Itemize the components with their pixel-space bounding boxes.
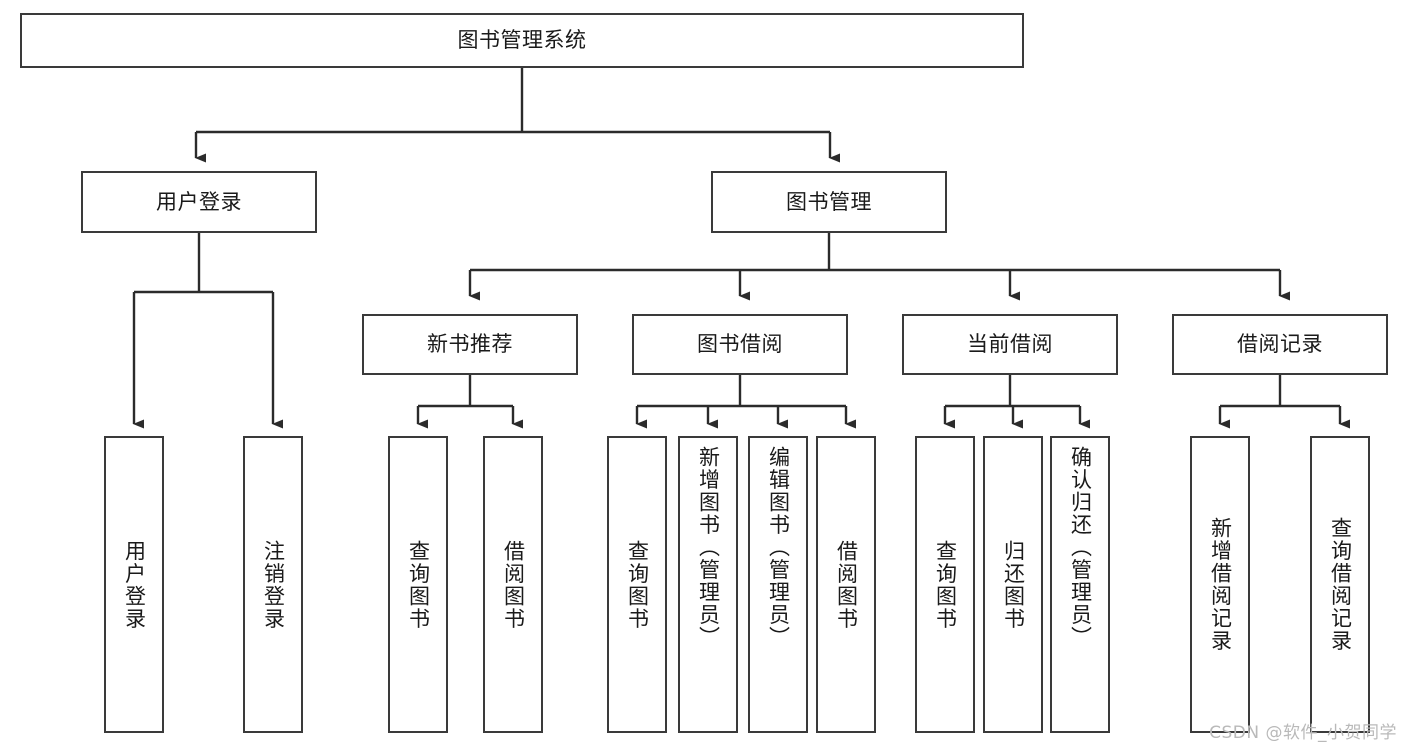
- node-root-system[interactable]: 图书管理系统: [20, 13, 1024, 68]
- node-label: 当前借阅: [967, 332, 1053, 357]
- node-label: 查询图书: [625, 539, 650, 630]
- node-book-management[interactable]: 图书管理: [711, 171, 947, 233]
- node-label: 查询图书: [933, 539, 958, 630]
- leaf-borrow-record-add[interactable]: 新增借阅记录: [1190, 436, 1250, 733]
- leaf-book-borrow-add[interactable]: 新增图书（管理员）: [678, 436, 738, 733]
- node-label: 编辑图书（管理员）: [766, 446, 791, 649]
- node-label: 用户登录: [122, 539, 147, 630]
- leaf-current-borrow-query[interactable]: 查询图书: [915, 436, 975, 733]
- node-label: 新增图书（管理员）: [696, 446, 721, 649]
- node-label: 图书管理: [786, 189, 872, 214]
- leaf-user-login-logout[interactable]: 注销登录: [243, 436, 303, 733]
- leaf-current-borrow-return[interactable]: 归还图书: [983, 436, 1043, 733]
- node-label: 确认归还（管理员）: [1068, 446, 1093, 649]
- node-label: 用户登录: [156, 189, 242, 214]
- leaf-book-borrow-query[interactable]: 查询图书: [607, 436, 667, 733]
- node-label: 注销登录: [261, 539, 286, 630]
- node-label: 借阅图书: [501, 539, 526, 630]
- node-user-login[interactable]: 用户登录: [81, 171, 317, 233]
- node-new-book-recommend[interactable]: 新书推荐: [362, 314, 578, 375]
- leaf-new-book-borrow[interactable]: 借阅图书: [483, 436, 543, 733]
- leaf-borrow-record-query[interactable]: 查询借阅记录: [1310, 436, 1370, 733]
- watermark: CSDN @软件_小贺同学: [1209, 723, 1397, 743]
- leaf-new-book-query[interactable]: 查询图书: [388, 436, 448, 733]
- node-borrow-record[interactable]: 借阅记录: [1172, 314, 1388, 375]
- node-label: 归还图书: [1001, 539, 1026, 630]
- node-label: 查询图书: [406, 539, 431, 630]
- leaf-current-borrow-confirm-return[interactable]: 确认归还（管理员）: [1050, 436, 1110, 733]
- leaf-user-login-login[interactable]: 用户登录: [104, 436, 164, 733]
- node-label: 图书借阅: [697, 332, 783, 357]
- node-label: 借阅记录: [1237, 332, 1323, 357]
- node-book-borrow[interactable]: 图书借阅: [632, 314, 848, 375]
- node-current-borrow[interactable]: 当前借阅: [902, 314, 1118, 375]
- node-label: 新书推荐: [427, 332, 513, 357]
- node-label: 新增借阅记录: [1208, 517, 1233, 652]
- node-label: 图书管理系统: [457, 28, 587, 53]
- leaf-book-borrow-borrow[interactable]: 借阅图书: [816, 436, 876, 733]
- node-label: 查询借阅记录: [1328, 517, 1353, 652]
- node-label: 借阅图书: [834, 539, 859, 630]
- leaf-book-borrow-edit[interactable]: 编辑图书（管理员）: [748, 436, 808, 733]
